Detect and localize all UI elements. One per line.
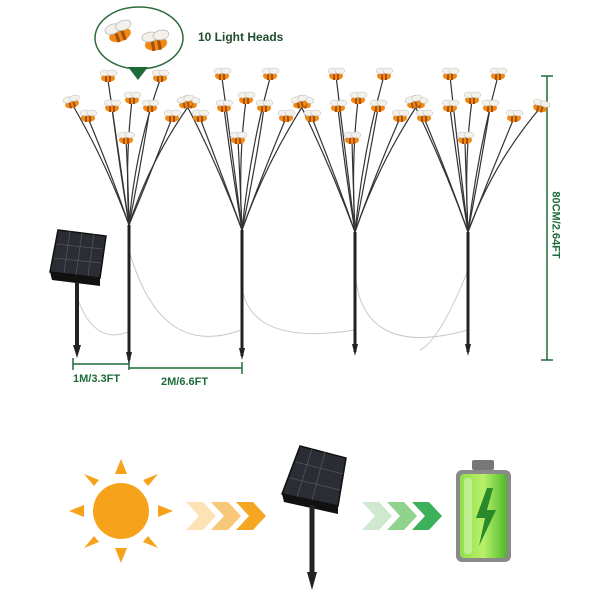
height-label: 80CM/2.64FT — [549, 191, 562, 259]
spacing-dimension-lines — [72, 358, 243, 374]
arrow-panel-to-battery — [362, 502, 442, 530]
battery-charging-icon — [456, 460, 511, 562]
light-heads-label: 10 Light Heads — [198, 30, 284, 44]
arrow-sun-to-panel — [186, 502, 266, 530]
stake-spacing-label: 2M/6.6FT — [161, 376, 209, 388]
stake-1 — [71, 79, 191, 364]
solar-panel-icon — [280, 445, 347, 590]
first-spacing-label: 1M/3.3FT — [73, 373, 121, 385]
stake-4 — [413, 75, 541, 356]
stake-2 — [185, 77, 305, 360]
callout-bubble — [94, 6, 184, 80]
sun-icon — [69, 459, 173, 563]
solar-panel-icon — [49, 229, 107, 358]
connecting-cable — [77, 249, 469, 351]
height-dimension-line — [541, 75, 553, 361]
bee-light-heads — [61, 67, 552, 145]
